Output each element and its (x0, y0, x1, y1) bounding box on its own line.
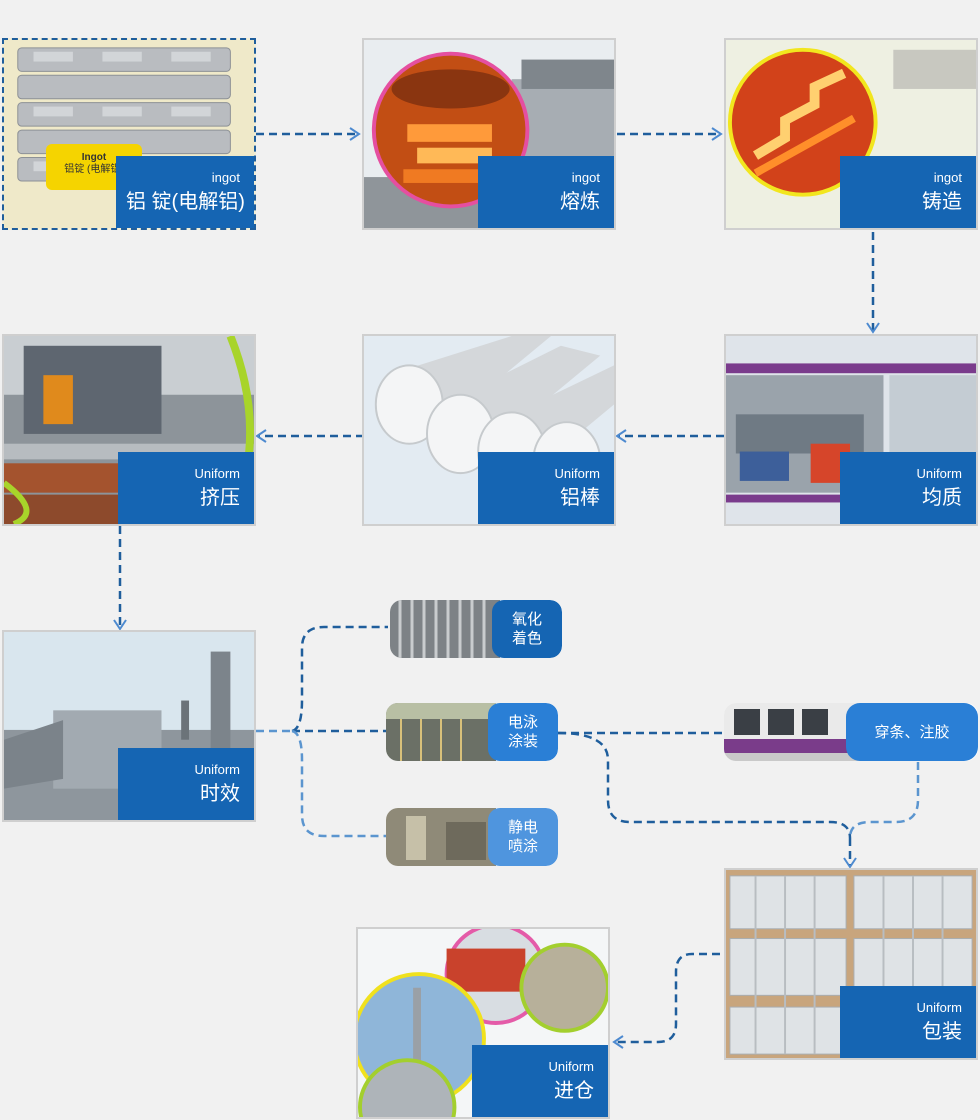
branch-anodize (291, 625, 388, 733)
aging-title: 时效 (200, 783, 240, 805)
homogen-title: 均质 (922, 487, 962, 509)
branch-powder (291, 729, 388, 838)
electro-thumb (386, 703, 496, 761)
step-thermal-break[interactable]: 穿条、注胶 (724, 703, 978, 761)
melting-label: ingot 熔炼 (478, 156, 614, 228)
line-thermal-to-packing (848, 762, 920, 839)
step-ingot[interactable]: Ingot 铝锭 (电解铝) ingot 铝 锭(电解铝) (2, 38, 256, 230)
aging-label: Uniform 时效 (118, 748, 254, 820)
finish-electrophoresis[interactable]: 电泳 涂装 (386, 703, 558, 761)
step-storage[interactable]: Uniform 进仓 (356, 927, 610, 1119)
powder-thumb (386, 808, 496, 866)
finish-powder[interactable]: 静电 喷涂 (386, 808, 558, 866)
ingot-label: ingot 铝 锭(电解铝) (116, 156, 254, 228)
packing-label: Uniform 包装 (840, 986, 976, 1058)
ingot-title: 铝 锭(电解铝) (126, 191, 245, 213)
anodize-thumb (390, 600, 500, 658)
melting-sub: ingot (571, 170, 600, 185)
thermal-thumb (724, 703, 864, 761)
homogen-sub: Uniform (916, 466, 962, 481)
extrusion-label: Uniform 挤压 (118, 452, 254, 524)
anodize-label: 氧化 着色 (492, 600, 562, 658)
storage-title: 进仓 (554, 1080, 594, 1102)
thermal-label: 穿条、注胶 (846, 703, 978, 761)
powder-label: 静电 喷涂 (488, 808, 558, 866)
billet-sub: Uniform (554, 466, 600, 481)
billet-title: 铝棒 (560, 487, 600, 509)
step-extrusion[interactable]: Uniform 挤压 (2, 334, 256, 526)
melting-title: 熔炼 (560, 191, 600, 213)
step-packing[interactable]: Uniform 包装 (724, 868, 978, 1060)
casting-sub: ingot (933, 170, 962, 185)
step-homogen[interactable]: Uniform 均质 (724, 334, 978, 526)
electro-label: 电泳 涂装 (488, 703, 558, 761)
storage-sub: Uniform (548, 1059, 594, 1074)
packing-title: 包装 (922, 1021, 962, 1043)
step-melting[interactable]: ingot 熔炼 (362, 38, 616, 230)
step-casting[interactable]: ingot 铸造 (724, 38, 978, 230)
step-aging[interactable]: Uniform 时效 (2, 630, 256, 822)
ingot-badge-line1: Ingot (81, 152, 107, 163)
aging-sub: Uniform (194, 762, 240, 777)
line-electro-to-packing (557, 731, 852, 839)
billet-label: Uniform 铝棒 (478, 452, 614, 524)
extrusion-title: 挤压 (200, 487, 240, 509)
extrusion-sub: Uniform (194, 466, 240, 481)
casting-title: 铸造 (922, 191, 962, 213)
arrow-packing-to-storage (612, 952, 720, 1049)
casting-label: ingot 铸造 (840, 156, 976, 228)
finish-anodize[interactable]: 氧化 着色 (390, 600, 562, 658)
ingot-sub: ingot (211, 170, 240, 185)
homogen-label: Uniform 均质 (840, 452, 976, 524)
packing-sub: Uniform (916, 1000, 962, 1015)
step-billet[interactable]: Uniform 铝棒 (362, 334, 616, 526)
ingot-badge-line2: 铝锭 (电解铝) (64, 164, 124, 175)
storage-label: Uniform 进仓 (472, 1045, 608, 1117)
